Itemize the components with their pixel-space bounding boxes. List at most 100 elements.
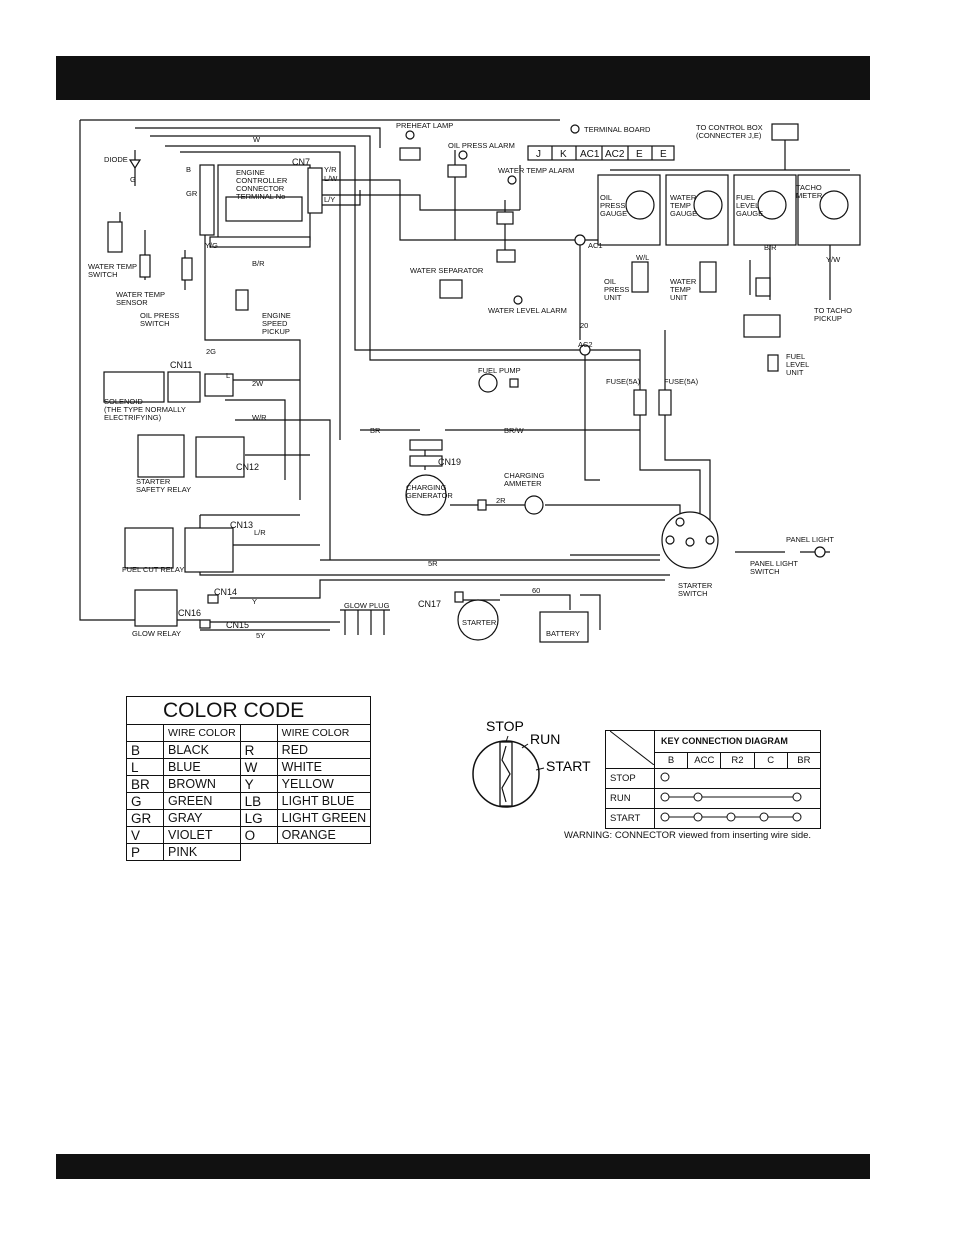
label-oil-press-alarm: OIL PRESS ALARM	[448, 141, 515, 150]
connector-cn17: CN17	[418, 599, 441, 609]
label-to-control-box: TO CONTROL BOX(CONNECTER J,E)	[696, 123, 763, 140]
color-name: BROWN	[163, 775, 241, 793]
wire-tag: W/R	[252, 413, 267, 422]
color-name: ORANGE	[276, 826, 372, 844]
terminal-letters: J K AC1 AC2 E E	[536, 149, 667, 160]
connector-cn15: CN15	[226, 620, 249, 630]
color-name: LIGHT GREEN	[276, 809, 372, 827]
wire-tag: B/R	[252, 259, 265, 268]
label-fuel-pump: FUEL PUMP	[478, 366, 521, 375]
color-abbr: LB	[239, 792, 278, 810]
battery	[539, 611, 589, 643]
color-abbr: LG	[239, 809, 278, 827]
key-row-run: RUN	[605, 788, 821, 809]
wire-tag: W	[253, 135, 261, 144]
color-name: BLUE	[163, 758, 241, 776]
color-abbr: R	[239, 741, 278, 759]
color-abbr: G	[126, 792, 164, 810]
starter-motor	[457, 599, 499, 641]
label-starter: STARTER	[462, 618, 497, 627]
key-col-acc: ACC	[687, 751, 722, 770]
charging-ammeter	[524, 495, 544, 515]
fuse-1	[633, 389, 647, 416]
label-battery: BATTERY	[546, 629, 580, 638]
header-spacer	[126, 724, 164, 742]
color-name: WHITE	[276, 758, 372, 776]
wire-color-header: WIRE COLOR	[276, 724, 372, 742]
key-col-r2: R2	[720, 751, 755, 770]
color-code-table: COLOR CODE WIRE COLOR WIRE COLOR B BLACK…	[125, 696, 372, 861]
connector-cn13: CN13	[230, 520, 253, 530]
color-name: GRAY	[163, 809, 241, 827]
connector-labels: CN7 CN11 CN12 CN13 CN14 CN15 CN16 CN17 C…	[170, 157, 603, 630]
wire-tag: L	[226, 371, 230, 380]
header-bar	[56, 56, 870, 100]
wire-tag: 2R	[496, 496, 506, 505]
label-fuse-2: FUSE(5A)	[664, 377, 699, 386]
connector-cn7: CN7	[292, 157, 310, 167]
color-abbr: BR	[126, 775, 164, 793]
color-name: GREEN	[163, 792, 241, 810]
header-spacer	[239, 724, 278, 742]
wire-tag: B	[186, 165, 191, 174]
wire-tag: B/R	[764, 243, 777, 252]
color-name: PINK	[163, 843, 241, 861]
solenoid	[103, 371, 165, 403]
wire-tags: Y/R L/W L/Y B/R G W B Y/G W/L W/R L/R B/…	[130, 135, 841, 640]
key-switch-diagram: STOP RUN START	[472, 718, 591, 808]
terminal-ac1: AC1	[580, 149, 600, 160]
connector-cn14: CN14	[214, 587, 237, 597]
terminal-e1: E	[636, 149, 643, 160]
key-row-connections	[654, 768, 821, 789]
connector-ac1: AC1	[588, 241, 603, 250]
label-terminal-board: TERMINAL BOARD	[584, 125, 651, 134]
key-contact	[660, 812, 670, 822]
key-col-b: B	[653, 751, 689, 770]
color-abbr: B	[126, 741, 164, 759]
color-abbr: W	[239, 758, 278, 776]
glow-plugs	[340, 609, 390, 635]
color-name: RED	[276, 741, 372, 759]
key-row-label: STOP	[605, 768, 655, 789]
wire-tag: 5R	[428, 559, 438, 568]
label-glow-relay: GLOW RELAY	[132, 629, 181, 638]
color-name: LIGHT BLUE	[276, 792, 372, 810]
color-abbr: V	[126, 826, 164, 844]
footer-bar	[56, 1154, 870, 1179]
components	[103, 123, 861, 643]
diode-symbol	[128, 159, 142, 170]
key-row-start: START	[605, 808, 821, 829]
terminal-ac2: AC2	[605, 149, 625, 160]
color-abbr: O	[239, 826, 278, 844]
wire-tag: Y/R	[324, 165, 337, 174]
wire-tag: Y/W	[826, 255, 841, 264]
key-contact	[660, 792, 670, 802]
fuel-cut-relay	[124, 527, 174, 569]
key-contact	[693, 792, 703, 802]
gauges	[597, 174, 861, 246]
glow-relay	[134, 589, 178, 627]
key-contact	[660, 772, 670, 782]
starter-safety-relay	[137, 434, 185, 478]
terminal-e2: E	[660, 149, 667, 160]
key-contact	[792, 812, 802, 822]
color-abbr: GR	[126, 809, 164, 827]
diagonal-corner	[605, 730, 655, 769]
key-pos-run: RUN	[530, 731, 560, 747]
wire-tag: 60	[532, 586, 540, 595]
ac2-terminal	[579, 344, 591, 356]
